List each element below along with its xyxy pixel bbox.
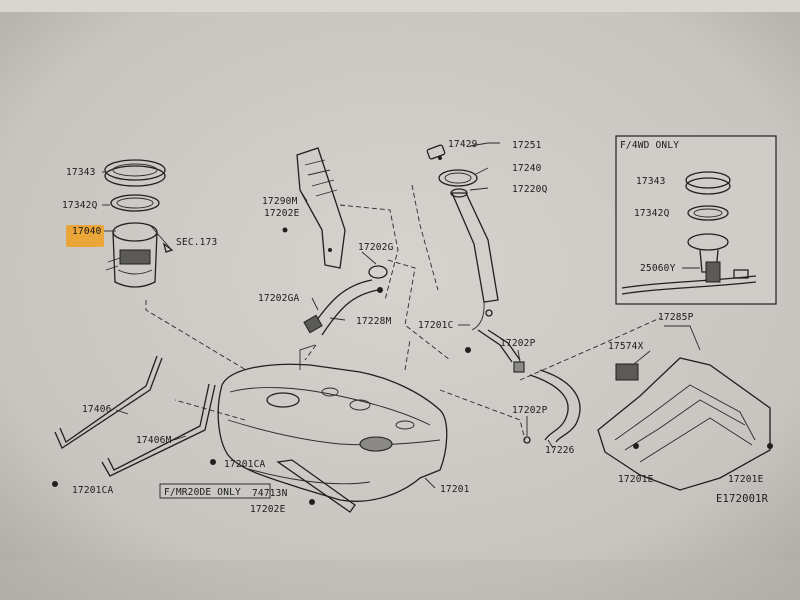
label-17202ga: 17202GA bbox=[258, 293, 300, 304]
label-17285p: 17285P bbox=[658, 312, 694, 323]
label-inset-17342q: 17342Q bbox=[634, 208, 670, 219]
highlight-17040 bbox=[66, 225, 104, 247]
label-inset-17343: 17343 bbox=[636, 176, 666, 187]
label-17202p-a: 17202P bbox=[500, 338, 536, 349]
label-17201e-a: 17201E bbox=[618, 474, 654, 485]
inset-4wd-panel bbox=[615, 135, 777, 305]
label-17201ca-b: 17201CA bbox=[72, 485, 114, 496]
strap-17406m bbox=[101, 384, 216, 477]
filler-bracket bbox=[282, 147, 346, 269]
sec-arrow-icon bbox=[162, 242, 174, 253]
label-17202e-top: 17202E bbox=[264, 208, 300, 219]
label-17226: 17226 bbox=[545, 445, 575, 456]
label-17202e-bot: 17202E bbox=[250, 504, 286, 515]
label-17240: 17240 bbox=[512, 163, 542, 174]
label-fmr20de: F/MR20DE ONLY bbox=[164, 487, 241, 498]
label-17201c: 17201C bbox=[418, 320, 454, 331]
label-inset-title: F/4WD ONLY bbox=[620, 140, 679, 151]
filler-neck-assembly bbox=[426, 144, 525, 373]
clip-17574x bbox=[615, 363, 639, 381]
label-17202g: 17202G bbox=[358, 242, 394, 253]
label-17574x: 17574X bbox=[608, 341, 644, 352]
label-74713n: 74713N bbox=[252, 488, 288, 499]
label-17290m: 17290M bbox=[262, 196, 298, 207]
label-17406: 17406 bbox=[82, 404, 112, 415]
label-17201ca-a: 17201CA bbox=[224, 459, 266, 470]
drawing-id: E172001R bbox=[716, 493, 769, 505]
bolt-icon bbox=[282, 227, 288, 233]
label-17201e-b: 17201E bbox=[728, 474, 764, 485]
label-17202p-b: 17202P bbox=[512, 405, 548, 416]
part-labels: 17343 17342Q 17040 SEC.173 17290M 17202E… bbox=[62, 139, 769, 515]
label-17343: 17343 bbox=[66, 167, 96, 178]
label-17406m: 17406M bbox=[136, 435, 172, 446]
label-inset-25060y: 25060Y bbox=[640, 263, 676, 274]
label-sec173: SEC.173 bbox=[176, 237, 217, 248]
label-17220q: 17220Q bbox=[512, 184, 548, 195]
heat-shield-17285p bbox=[597, 357, 773, 491]
fuel-pump-assembly bbox=[104, 159, 174, 288]
hose-clamp bbox=[368, 265, 388, 279]
tank-straps bbox=[52, 355, 216, 487]
label-17429: 17429 bbox=[448, 139, 478, 150]
fmr20de-box bbox=[159, 483, 271, 499]
label-17228m: 17228M bbox=[356, 316, 392, 327]
gasket-ring bbox=[110, 194, 160, 212]
label-17201: 17201 bbox=[440, 484, 470, 495]
filler-seal bbox=[438, 169, 478, 187]
label-17342q: 17342Q bbox=[62, 200, 98, 211]
label-17040: 17040 bbox=[72, 226, 102, 237]
pump-body bbox=[112, 231, 158, 288]
label-17251: 17251 bbox=[512, 140, 542, 151]
label-leaders bbox=[102, 142, 701, 489]
lock-ring bbox=[104, 159, 166, 181]
screen-top-edge bbox=[0, 0, 800, 12]
screen-bottom-shadow bbox=[0, 560, 800, 600]
vent-hose-17228m bbox=[303, 265, 388, 336]
filler-cap bbox=[426, 144, 446, 160]
filler-tube bbox=[451, 192, 499, 303]
leader-lines bbox=[145, 184, 661, 441]
hose-17226 bbox=[523, 369, 581, 444]
bracket-74713n bbox=[276, 459, 356, 513]
strap-17406 bbox=[54, 357, 163, 449]
